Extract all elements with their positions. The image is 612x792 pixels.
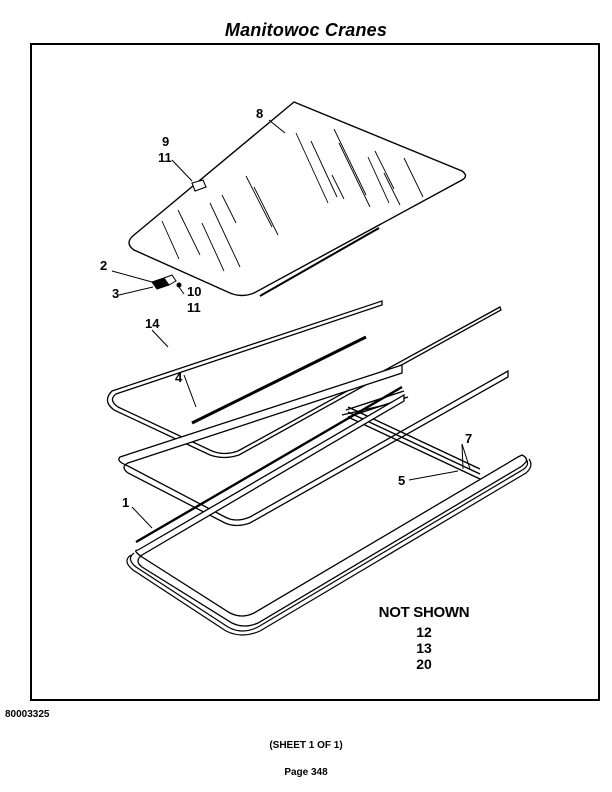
not-shown-item: 13 bbox=[416, 640, 432, 656]
gasket-part bbox=[106, 300, 502, 459]
channel-frame-part bbox=[118, 364, 509, 527]
outer-frame-part bbox=[126, 385, 532, 636]
page-number: Page 348 bbox=[284, 767, 328, 778]
cross-channel-part bbox=[341, 390, 481, 480]
rubber-strip-part bbox=[191, 335, 367, 425]
callout-7: 7 bbox=[465, 431, 472, 446]
callout-14: 14 bbox=[145, 316, 160, 331]
document-number: 80003325 bbox=[5, 709, 50, 720]
callout-2: 2 bbox=[100, 258, 107, 273]
not-shown-item: 20 bbox=[416, 656, 432, 672]
callout-9: 9 bbox=[162, 134, 169, 149]
callout-3: 3 bbox=[112, 286, 119, 301]
not-shown-item: 12 bbox=[416, 624, 432, 640]
not-shown-heading: NOT SHOWN bbox=[379, 604, 470, 621]
page-title: Manitowoc Cranes bbox=[224, 20, 388, 40]
diagram-frame: 8 9 11 2 3 10 11 14 4 7 5 1 NOT SHOWN 12… bbox=[30, 43, 600, 701]
callout-8: 8 bbox=[256, 106, 263, 121]
exploded-parts-diagram: 8 9 11 2 3 10 11 14 4 7 5 1 NOT SHOWN 12… bbox=[100, 101, 532, 672]
sheet-label: (SHEET 1 OF 1) bbox=[269, 740, 343, 751]
callout-1: 1 bbox=[122, 495, 129, 510]
leader-lines bbox=[111, 119, 471, 529]
not-shown-list: NOT SHOWN 12 13 20 bbox=[379, 604, 470, 672]
callout-10: 10 bbox=[187, 284, 201, 299]
glass-pane-part bbox=[128, 101, 467, 297]
callout-5: 5 bbox=[398, 473, 405, 488]
callout-11: 11 bbox=[158, 150, 172, 165]
callout-4: 4 bbox=[175, 370, 183, 385]
clip-hardware-part bbox=[151, 274, 182, 290]
callout-11b: 11 bbox=[187, 300, 201, 315]
